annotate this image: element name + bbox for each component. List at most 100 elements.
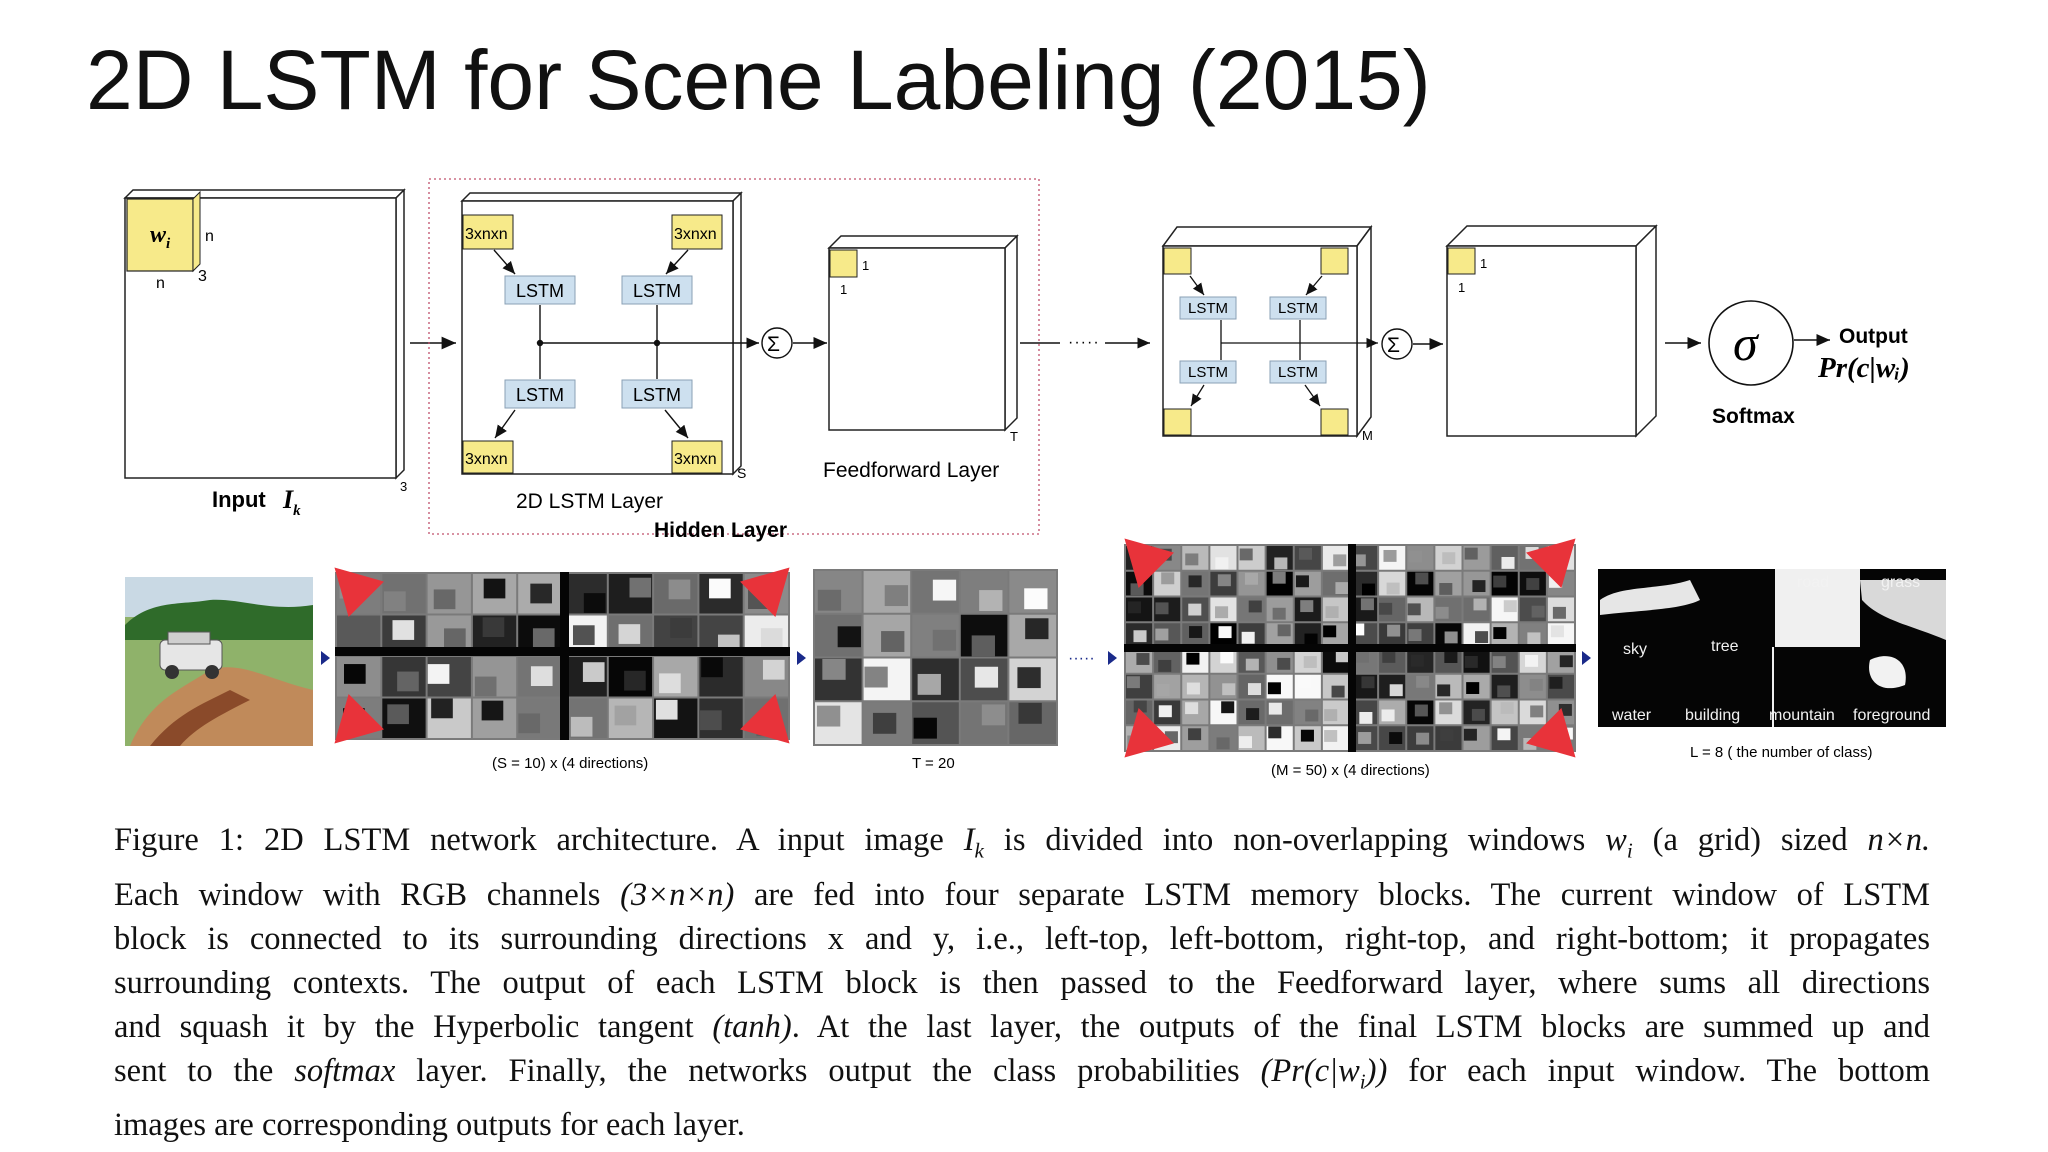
feature-tile-detail	[570, 716, 593, 737]
feature-tile-detail	[1501, 556, 1515, 569]
svg-text:LSTM: LSTM	[633, 385, 681, 405]
strip-arrow-3	[1108, 651, 1117, 665]
feature-tile-detail	[433, 589, 456, 610]
input-window	[126, 198, 194, 272]
feature-tile-detail	[1246, 708, 1260, 720]
output-formula: Pr(c|wᵢ)	[1817, 352, 1910, 384]
feature-tile-detail	[817, 589, 842, 611]
class-tree: tree	[1711, 638, 1739, 655]
feature-tile-detail	[700, 710, 722, 731]
ff-dim-1b: 1	[840, 282, 847, 297]
feature-tile-detail	[1305, 709, 1319, 722]
feature-tile-detail	[384, 591, 406, 612]
feature-tile-detail	[1247, 683, 1262, 696]
feature-tile-detail	[1189, 626, 1203, 638]
feature-tile-detail	[979, 590, 1003, 611]
strip-arrow-1	[321, 651, 330, 665]
feature-tile-detail	[1025, 618, 1049, 640]
ellipsis-dots: ·····	[1068, 334, 1100, 351]
feature-tile-detail	[1415, 572, 1429, 585]
feature-tile-detail	[1298, 675, 1312, 688]
feature-tile-detail	[1186, 652, 1200, 665]
feature-tile-detail	[1466, 682, 1480, 694]
feature-tile-detail	[530, 666, 553, 687]
feature-tile-detail	[1475, 631, 1489, 644]
lstm-connections	[493, 249, 759, 439]
feature-tile-detail	[1300, 600, 1314, 613]
svg-text:LSTM: LSTM	[516, 385, 564, 405]
feature-tile-detail	[760, 628, 783, 648]
feature-tile-detail	[1333, 554, 1347, 567]
feature-tile-detail	[1248, 600, 1262, 613]
input-symbol: Ik	[282, 485, 301, 519]
feature-tile-detail	[483, 578, 506, 599]
feature-tile-detail	[1218, 626, 1232, 639]
input-label: Input	[212, 487, 266, 512]
feature-tile-detail	[1158, 659, 1172, 672]
feature-tile-detail	[1267, 682, 1281, 695]
feature-tile-detail	[1439, 583, 1453, 595]
dim-3-window: 3	[198, 268, 207, 285]
feature-tile-detail	[1351, 623, 1365, 636]
feature-tile-detail	[1303, 656, 1317, 668]
feature-tile-detail	[1244, 572, 1258, 585]
feature-tile-detail	[1126, 676, 1140, 689]
strip-grid-t	[813, 569, 1058, 746]
feature-tile-detail	[1472, 580, 1486, 593]
caption-line-7: images are corresponding outputs for eac…	[114, 1107, 745, 1143]
feature-tile-detail	[1389, 732, 1403, 744]
strip-caption-t: T = 20	[912, 755, 955, 772]
final-lstm-units: LSTM LSTM LSTM LSTM	[1179, 296, 1327, 384]
svg-text:LSTM: LSTM	[1278, 364, 1318, 381]
dim-n-below: n	[156, 275, 165, 292]
strip-dots: ·····	[1068, 650, 1095, 667]
feature-tile-detail	[932, 629, 957, 651]
feature-tile-detail	[1215, 557, 1229, 570]
feature-tile-detail	[1245, 658, 1259, 671]
red-direction-arrows	[334, 538, 1576, 758]
dim-s-label: S	[737, 465, 746, 481]
feature-tile-detail	[1444, 631, 1458, 644]
feature-tile-detail	[1155, 628, 1169, 641]
feature-tile-detail	[1324, 730, 1338, 742]
feature-tile-detail	[1335, 650, 1349, 663]
feature-tile-detail	[1530, 705, 1544, 718]
softmax-label: Softmax	[1712, 405, 1795, 428]
caption-line-4: surrounding contexts. The output of each…	[114, 964, 1930, 1001]
feature-tile-detail	[1277, 657, 1291, 670]
feature-tile-detail	[1158, 705, 1172, 718]
feature-tile-detail	[913, 717, 937, 739]
feature-tile-detail	[1185, 553, 1199, 566]
feature-tile-detail	[1324, 709, 1338, 722]
out-dim-1a: 1	[1480, 256, 1487, 271]
feature-tile-detail	[1497, 728, 1511, 741]
dim-m-label: M	[1362, 428, 1373, 443]
feature-tile-detail	[1531, 605, 1545, 618]
feature-tile-detail	[1295, 575, 1309, 588]
feature-tile-detail	[1503, 600, 1517, 613]
feature-tile-detail	[1549, 676, 1563, 689]
feature-tile-detail	[1272, 607, 1286, 620]
caption-line-5: and squash it by the Hyperbolic tangent …	[114, 1008, 1930, 1045]
feature-tile-detail	[1408, 550, 1422, 563]
feature-tile-detail	[344, 664, 366, 684]
feature-tile-detail	[427, 664, 450, 684]
symbol-tanh: (tanh)	[712, 1008, 792, 1045]
symbol-prob: (Pr(c|wi))	[1260, 1052, 1388, 1094]
feature-tile-detail	[387, 704, 409, 725]
feature-tile-detail	[1527, 632, 1541, 645]
feature-tile-detail	[618, 624, 641, 644]
feature-tile-detail	[1186, 682, 1200, 695]
feature-tile-detail	[1492, 656, 1506, 669]
feature-tile-detail	[1300, 729, 1314, 742]
feature-tile-detail	[1355, 650, 1370, 663]
feature-tile-detail	[1188, 728, 1202, 741]
hidden-layer-box	[428, 178, 1040, 535]
feature-tile-detail	[582, 662, 605, 682]
feedforward-cube	[827, 234, 1019, 432]
feature-tile-detail	[881, 631, 905, 652]
symbol-softmax: softmax	[294, 1052, 396, 1089]
caption-line-3: block is connected to its surrounding di…	[114, 920, 1930, 957]
class-grass: grass	[1881, 574, 1920, 591]
feature-tile-detail	[655, 699, 678, 720]
